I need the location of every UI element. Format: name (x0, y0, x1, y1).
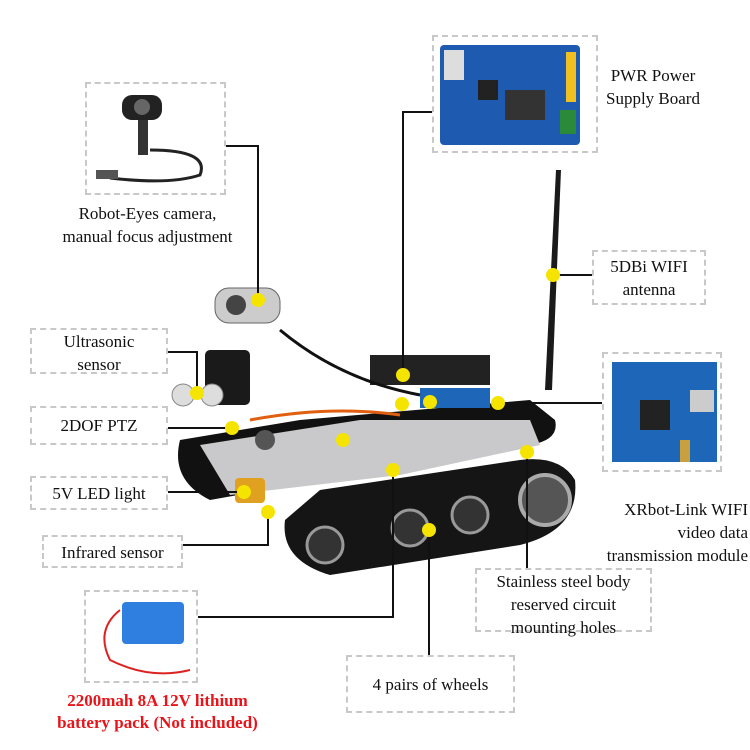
battery-line: 2200mah 8A 12V lithium (67, 691, 248, 710)
wifi-module-line: transmission module (606, 546, 748, 565)
battery-frame (84, 590, 198, 683)
led-label: 5V LED light (30, 476, 168, 510)
antenna-label: 5DBi WIFI antenna (592, 250, 706, 305)
ptz-label: 2DOF PTZ (30, 406, 168, 445)
camera-frame (85, 82, 226, 195)
pwr-line: Supply Board (606, 89, 700, 108)
marker-dots (190, 268, 560, 537)
pwr-board-image (440, 45, 580, 145)
pwr-line: PWR Power (610, 66, 696, 85)
wheels-label: 4 pairs of wheels (346, 655, 515, 713)
battery-label: 2200mah 8A 12V lithium battery pack (Not … (30, 690, 285, 734)
battery-image (103, 602, 191, 675)
ultrasonic-line: sensor (77, 355, 121, 374)
ultrasonic-label: Ultrasonic sensor (30, 328, 168, 374)
body-label: Stainless steel body reserved circuit moun… (475, 568, 652, 637)
wifi-module-image (612, 362, 717, 462)
antenna-line: 5DBi WIFI (610, 257, 688, 276)
camera-line: Robot-Eyes camera, (78, 204, 217, 223)
wifi-module-line: video data (677, 523, 748, 542)
infrared-label: Infrared sensor (42, 535, 183, 568)
robot-tank-image (171, 287, 576, 575)
wifi-module-frame (602, 352, 722, 472)
camera-label: Robot-Eyes camera, manual focus adjustmen… (40, 202, 255, 248)
wifi-module-line: XRbot-Link WIFI (624, 500, 748, 519)
wifi-module-label: XRbot-Link WIFI video data transmission mo… (607, 498, 748, 567)
camera-image (96, 95, 203, 183)
pwr-board-frame (432, 35, 598, 153)
body-line: mounting holes (510, 618, 617, 637)
body-line: reserved circuit (510, 595, 617, 614)
battery-line: battery pack (Not included) (57, 713, 258, 732)
camera-line: manual focus adjustment (62, 227, 233, 246)
body-line: Stainless steel body (496, 572, 631, 591)
ultrasonic-line: Ultrasonic (63, 332, 135, 351)
antenna-line: antenna (622, 280, 676, 299)
